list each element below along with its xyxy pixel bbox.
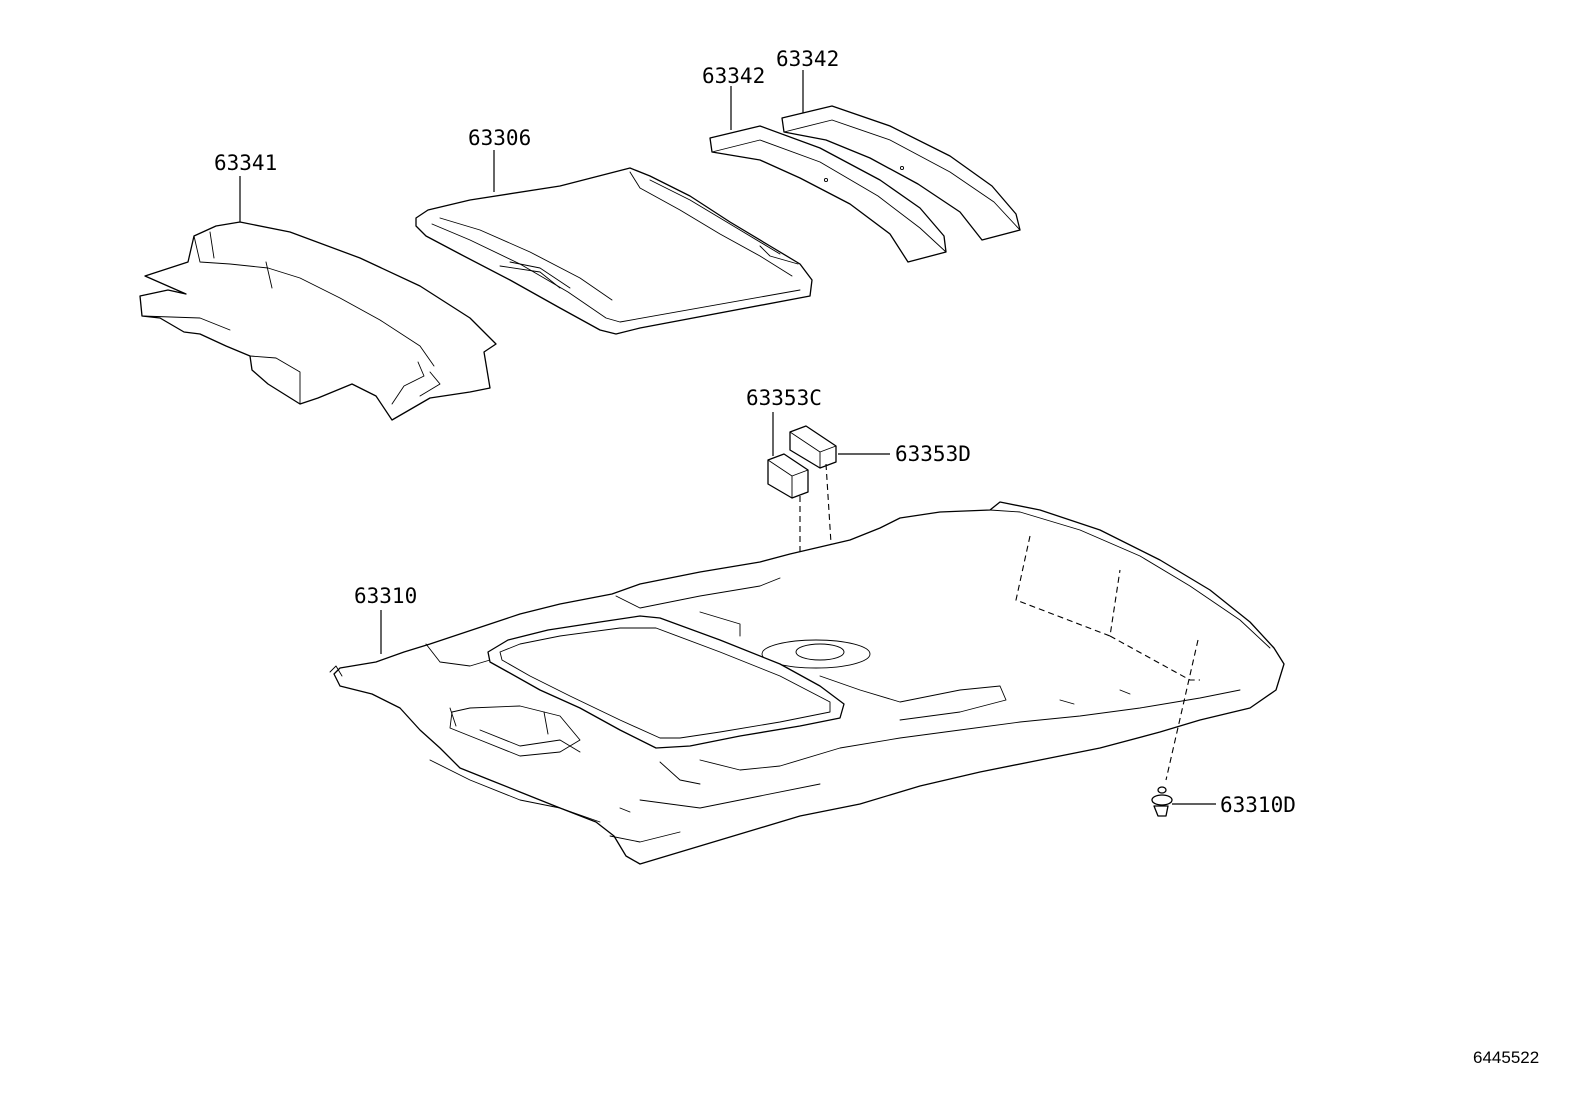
label-63341: 63341 bbox=[214, 151, 277, 175]
part-63342-strip-left bbox=[709, 125, 947, 263]
label-63310: 63310 bbox=[354, 584, 417, 608]
label-63342-right: 63342 bbox=[776, 47, 839, 71]
label-63342-left: 63342 bbox=[702, 64, 765, 88]
part-63310-dashed-zones bbox=[1015, 535, 1200, 781]
part-63342-strip-right bbox=[781, 105, 1021, 241]
label-63310D: 63310D bbox=[1220, 793, 1296, 817]
label-63353C: 63353C bbox=[746, 386, 822, 410]
part-63353D-pad bbox=[789, 425, 837, 469]
diagram-id: 6445522 bbox=[1473, 1048, 1539, 1067]
label-63353D: 63353D bbox=[895, 442, 971, 466]
part-63310D-clip bbox=[1151, 786, 1173, 817]
part-63341-rear-insulator bbox=[139, 221, 497, 421]
part-63353C-pad bbox=[767, 453, 809, 499]
label-63306: 63306 bbox=[468, 126, 531, 150]
part-63306-sunroof-headlining bbox=[415, 167, 813, 335]
part-63310-sunroof-opening bbox=[487, 615, 845, 749]
